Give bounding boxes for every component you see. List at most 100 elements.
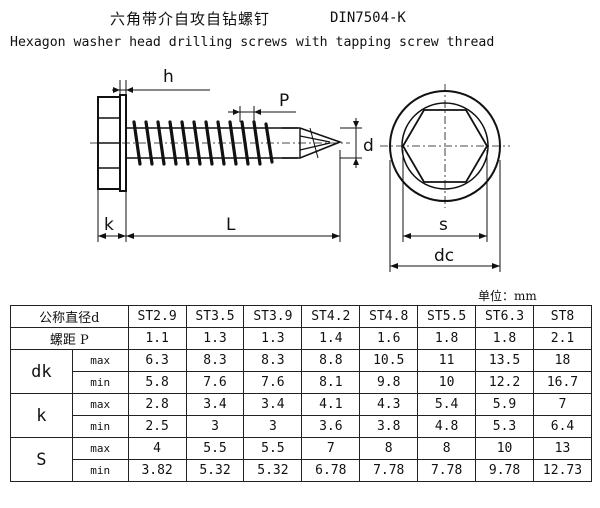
table-row: min 2.5 3 3 3.6 3.8 4.8 5.3 6.4 bbox=[11, 415, 593, 438]
table-cell: 2.8 bbox=[127, 393, 187, 416]
nominal-diameter-header: 公称直径d bbox=[10, 305, 129, 328]
table-cell: 8.1 bbox=[301, 371, 361, 394]
table-row: k max 2.8 3.4 3.4 4.1 4.3 5.4 5.9 7 bbox=[10, 393, 593, 438]
dimension-dc bbox=[389, 160, 501, 272]
table-cell: 13.5 bbox=[475, 349, 534, 372]
table-cell: 3.8 bbox=[359, 415, 419, 438]
pitch-label: 螺距 P bbox=[10, 327, 129, 350]
label-k: k bbox=[104, 215, 114, 235]
table-cell: 10.5 bbox=[359, 349, 419, 372]
table-row: dk max 6.3 8.3 8.3 8.8 10.5 11 13.5 18 bbox=[10, 349, 593, 394]
table-cell: 13 bbox=[532, 437, 593, 460]
table-cell: 5.5 bbox=[185, 437, 245, 460]
row-sub-label: max bbox=[71, 437, 129, 460]
dimension-d bbox=[340, 118, 362, 168]
table-row: S max 4 5.5 5.5 7 8 8 10 13 bbox=[10, 437, 593, 482]
table-cell: 1.3 bbox=[243, 327, 303, 350]
dimension-table: 公称直径d ST2.9 ST3.5 ST3.9 ST4.2 ST4.8 ST5.… bbox=[10, 305, 593, 482]
label-p: P bbox=[279, 91, 289, 111]
table-cell: 10 bbox=[417, 371, 477, 394]
size-header: ST4.2 bbox=[301, 305, 361, 328]
label-dc: dc bbox=[434, 246, 454, 266]
table-cell: 12.73 bbox=[532, 459, 593, 482]
unit-label: 单位：mm bbox=[478, 289, 537, 303]
size-header: ST2.9 bbox=[127, 305, 187, 328]
table-cell: 8 bbox=[359, 437, 419, 460]
table-cell: 5.3 bbox=[475, 415, 534, 438]
table-cell: 9.78 bbox=[475, 459, 534, 482]
table-row-pitch: 螺距 P 1.1 1.3 1.3 1.4 1.6 1.8 1.8 2.1 bbox=[10, 327, 593, 350]
table-cell: 3.4 bbox=[185, 393, 245, 416]
table-row: min 5.8 7.6 7.6 8.1 9.8 10 12.2 16.7 bbox=[11, 371, 593, 394]
group-label-s: S bbox=[10, 437, 73, 482]
title-chinese: 六角带介自攻自钻螺钉 bbox=[110, 10, 271, 28]
table-cell: 8.8 bbox=[301, 349, 361, 372]
table-cell: 1.4 bbox=[301, 327, 361, 350]
table-cell: 7 bbox=[532, 393, 593, 416]
table-cell: 8 bbox=[417, 437, 477, 460]
table-cell: 10 bbox=[475, 437, 534, 460]
dimension-h bbox=[112, 80, 210, 96]
table-cell: 6.78 bbox=[301, 459, 361, 482]
table-cell: 9.8 bbox=[359, 371, 419, 394]
size-header: ST3.5 bbox=[185, 305, 245, 328]
table-cell: 6.3 bbox=[127, 349, 187, 372]
row-sub-label: min bbox=[71, 371, 129, 394]
row-sub-label: min bbox=[71, 459, 129, 482]
table-row: min 3.82 5.32 5.32 6.78 7.78 7.78 9.78 1… bbox=[11, 459, 593, 482]
table-cell: 18 bbox=[532, 349, 593, 372]
table-cell: 7.6 bbox=[185, 371, 245, 394]
table-cell: 5.32 bbox=[185, 459, 245, 482]
table-cell: 6.4 bbox=[532, 415, 593, 438]
table-cell: 3 bbox=[243, 415, 303, 438]
table-cell: 4 bbox=[127, 437, 187, 460]
table-cell: 2.1 bbox=[532, 327, 593, 350]
table-cell: 1.6 bbox=[359, 327, 419, 350]
row-sub-label: max bbox=[71, 349, 129, 372]
table-cell: 4.1 bbox=[301, 393, 361, 416]
table-cell: 7.6 bbox=[243, 371, 303, 394]
label-l: L bbox=[226, 215, 236, 235]
size-header: ST6.3 bbox=[475, 305, 534, 328]
row-sub-label: max bbox=[71, 393, 129, 416]
table-cell: 4.3 bbox=[359, 393, 419, 416]
table-cell: 5.9 bbox=[475, 393, 534, 416]
standard-code: DIN7504-K bbox=[330, 10, 406, 26]
group-label-dk: dk bbox=[10, 349, 73, 394]
table-cell: 5.8 bbox=[127, 371, 187, 394]
row-sub-label: min bbox=[71, 415, 129, 438]
size-header: ST4.8 bbox=[359, 305, 419, 328]
label-s: s bbox=[439, 215, 448, 235]
table-cell: 4.8 bbox=[417, 415, 477, 438]
table-cell: 5.5 bbox=[243, 437, 303, 460]
table-cell: 3.6 bbox=[301, 415, 361, 438]
table-cell: 2.5 bbox=[127, 415, 187, 438]
screw-technical-drawing: h P d k L s dc bbox=[90, 67, 510, 272]
table-cell: 1.8 bbox=[475, 327, 534, 350]
table-header-row: 公称直径d ST2.9 ST3.5 ST3.9 ST4.2 ST4.8 ST5.… bbox=[10, 305, 593, 328]
screw-end-view bbox=[380, 84, 510, 208]
table-cell: 1.3 bbox=[185, 327, 245, 350]
table-cell: 16.7 bbox=[532, 371, 593, 394]
size-header: ST8 bbox=[532, 305, 593, 328]
size-header: ST5.5 bbox=[417, 305, 477, 328]
dimension-l bbox=[126, 150, 341, 242]
title-english: Hexagon washer head drilling screws with… bbox=[10, 35, 495, 50]
table-cell: 1.1 bbox=[127, 327, 187, 350]
table-cell: 12.2 bbox=[475, 371, 534, 394]
label-d: d bbox=[363, 136, 374, 156]
table-cell: 7 bbox=[301, 437, 361, 460]
table-cell: 3 bbox=[185, 415, 245, 438]
table-cell: 1.8 bbox=[417, 327, 477, 350]
table-cell: 11 bbox=[417, 349, 477, 372]
group-label-k: k bbox=[10, 393, 73, 438]
table-cell: 5.32 bbox=[243, 459, 303, 482]
dimension-s bbox=[402, 150, 488, 242]
table-cell: 3.4 bbox=[243, 393, 303, 416]
size-header: ST3.9 bbox=[243, 305, 303, 328]
label-h: h bbox=[163, 67, 174, 87]
table-cell: 8.3 bbox=[243, 349, 303, 372]
table-cell: 3.82 bbox=[127, 459, 187, 482]
table-cell: 8.3 bbox=[185, 349, 245, 372]
table-cell: 5.4 bbox=[417, 393, 477, 416]
